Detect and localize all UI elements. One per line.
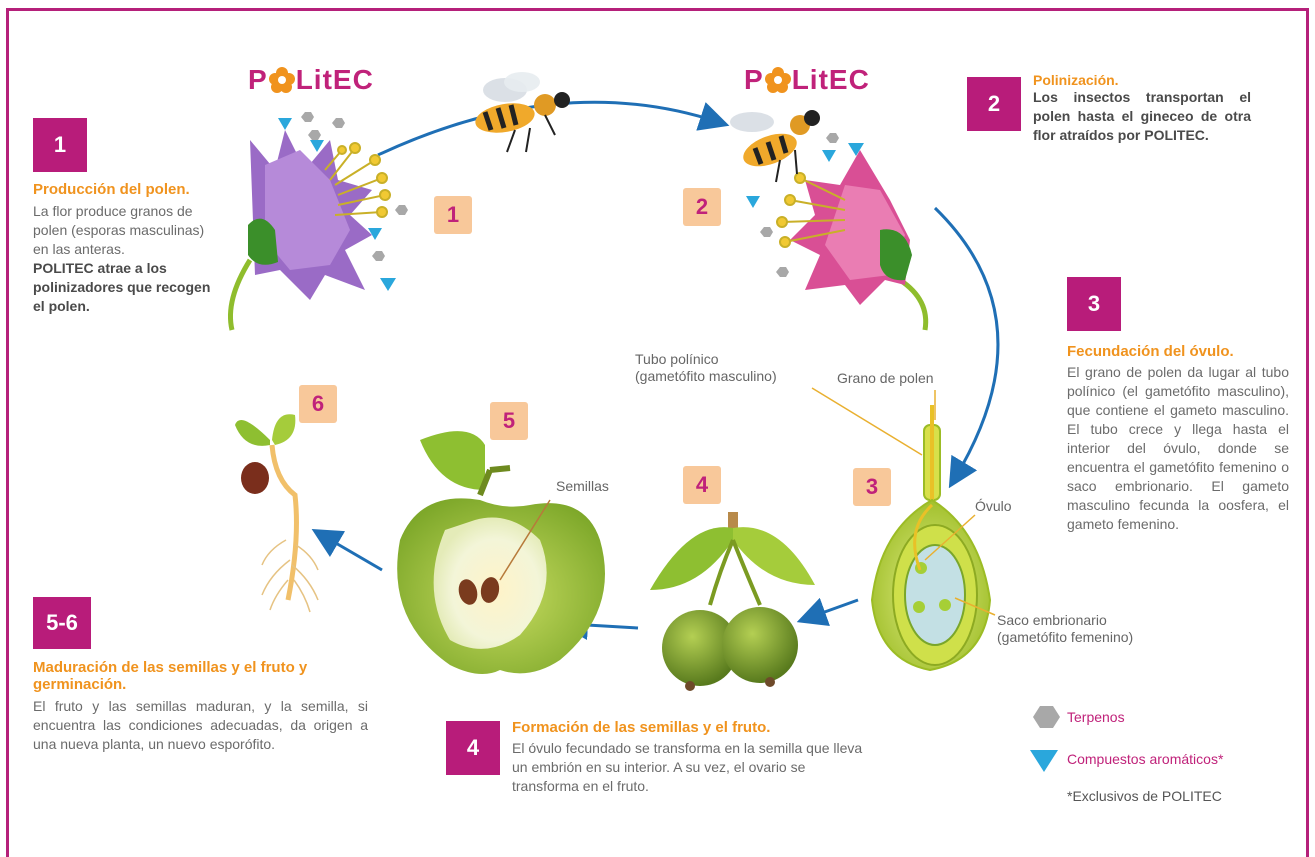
step-3-body: El grano de polen da lugar al tubo polín… bbox=[1067, 364, 1289, 532]
arrow-3-to-4 bbox=[796, 597, 859, 627]
legend-footnote: *Exclusivos de POLITEC bbox=[1067, 788, 1222, 804]
step-1-body-bold: POLITEC atrae a los polinizadores que re… bbox=[33, 260, 211, 314]
step-1-text: Producción del polen. La flor produce gr… bbox=[33, 181, 223, 316]
diagram-frame bbox=[6, 8, 1309, 857]
young-fruit-illustration bbox=[650, 512, 815, 691]
bee-on-flower bbox=[730, 110, 820, 183]
politec-flower-icon bbox=[764, 67, 791, 93]
step-4-body: El óvulo fecundado se transforma en la s… bbox=[512, 740, 863, 794]
legend-aromaticos: Compuestos aromáticos* bbox=[1067, 751, 1224, 767]
step-2-badge: 2 bbox=[967, 77, 1021, 131]
pink-flower bbox=[746, 133, 929, 331]
step-3-title: Fecundación del óvulo. bbox=[1067, 343, 1234, 360]
pistil-ovule-illustration bbox=[811, 387, 996, 672]
label-ovulo: Óvulo bbox=[975, 498, 1012, 514]
aromatic-triangle-icon bbox=[1030, 750, 1058, 772]
step-4-text: Formación de las semillas y el fruto. El… bbox=[512, 719, 872, 796]
legend-terpenos: Terpenos bbox=[1067, 709, 1125, 725]
step-marker-1: 1 bbox=[434, 196, 472, 234]
label-grano-de-polen: Grano de polen bbox=[837, 370, 934, 386]
label-semillas: Semillas bbox=[556, 478, 609, 494]
step-1-body: La flor produce granos de polen (esporas… bbox=[33, 203, 205, 257]
politec-logo-right: P LitEC bbox=[744, 64, 870, 95]
apple-fruit-illustration bbox=[397, 431, 605, 674]
step-1-badge: 1 bbox=[33, 118, 87, 172]
step-marker-4: 4 bbox=[683, 466, 721, 504]
bee-in-flight bbox=[475, 72, 570, 153]
step-5-6-title: Maduración de las semillas y el fruto y … bbox=[33, 659, 308, 693]
step-2-text: Polinización. Los insectos transportan e… bbox=[1033, 72, 1251, 145]
arrow-2-to-3 bbox=[933, 206, 1000, 489]
seedling-illustration bbox=[235, 414, 319, 613]
politec-logo-left: P LitEC bbox=[248, 64, 374, 95]
step-1-title: Producción del polen. bbox=[33, 181, 190, 198]
step-marker-3: 3 bbox=[853, 468, 891, 506]
label-tubo-polinico: Tubo polínico (gametófito masculino) bbox=[635, 351, 777, 384]
terpenos-hex-icon bbox=[1033, 706, 1060, 728]
step-3-badge: 3 bbox=[1067, 277, 1121, 331]
step-4-badge: 4 bbox=[446, 721, 500, 775]
step-3-text: Fecundación del óvulo. El grano de polen… bbox=[1067, 343, 1289, 534]
politec-flower-icon bbox=[268, 67, 295, 93]
step-marker-5: 5 bbox=[490, 402, 528, 440]
step-5-6-text: Maduración de las semillas y el fruto y … bbox=[33, 659, 368, 754]
step-2-title: Polinización. bbox=[1033, 72, 1119, 88]
step-5-6-badge: 5-6 bbox=[33, 597, 91, 649]
label-saco-embrionario: Saco embrionario (gametófito femenino) bbox=[997, 612, 1134, 645]
step-2-body-bold: Los insectos transportan el polen hasta … bbox=[1033, 89, 1251, 143]
step-5-6-body: El fruto y las semillas maduran, y la se… bbox=[33, 698, 368, 752]
step-4-title: Formación de las semillas y el fruto. bbox=[512, 719, 771, 736]
step-marker-2: 2 bbox=[683, 188, 721, 226]
arrow-5-to-6 bbox=[311, 528, 383, 572]
step-marker-6: 6 bbox=[299, 385, 337, 423]
purple-flower bbox=[227, 112, 408, 331]
